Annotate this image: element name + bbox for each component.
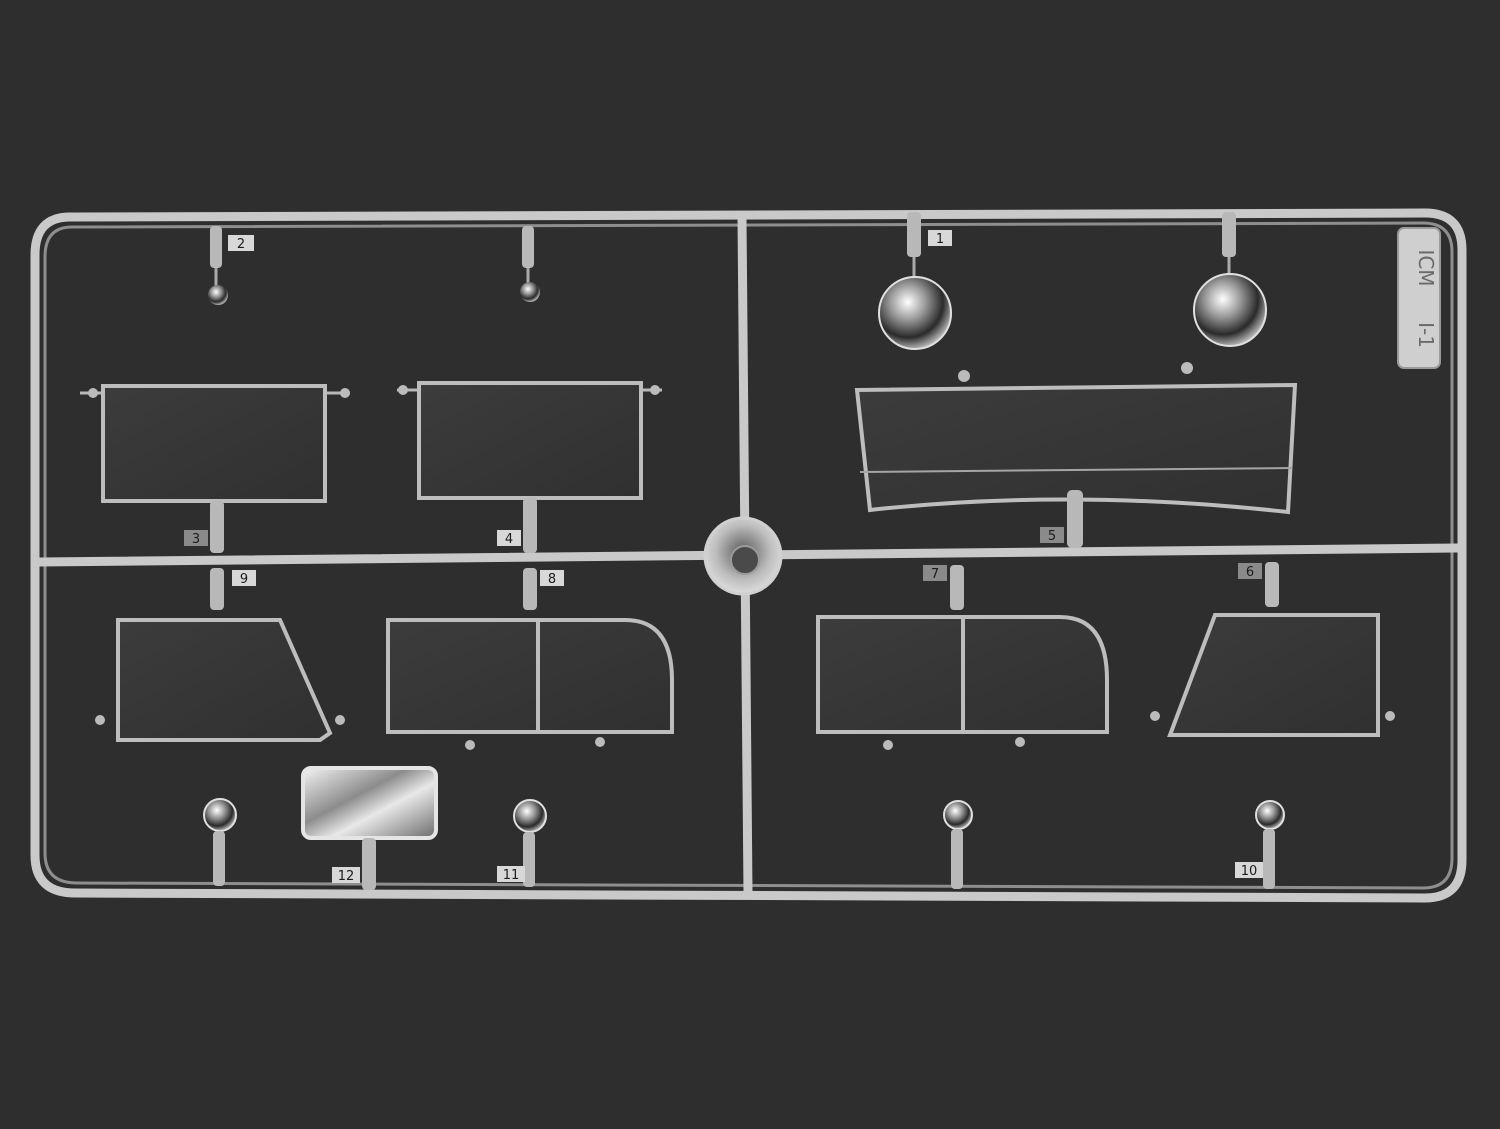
part-label-2: 2 [237,237,245,252]
part-label-3: 3 [192,532,200,547]
part-label-11: 11 [503,868,520,883]
sprue-code-text: I-1 [1414,322,1438,348]
part-8-door-window-left [386,568,674,750]
part-12-lamp [301,766,438,890]
logo-text: ICM [1414,249,1438,286]
part-11-light-left [203,798,237,886]
part-label-6: 6 [1246,565,1254,580]
part-label-8: 8 [548,572,556,587]
part-6-side-window-right [1150,562,1395,737]
part-1-headlight-right [1193,212,1267,347]
part-label-12: 12 [338,869,355,884]
part-4-window [397,381,662,553]
part-9-side-window-left [95,568,345,742]
part-3-window [80,384,350,553]
manufacturer-tab: ICM I-1 [1397,227,1441,369]
part-label-4: 4 [505,532,513,547]
part-label-10: 10 [1241,864,1258,879]
part-11-light [513,799,547,887]
part-10-light-left [943,800,973,889]
part-label-1: 1 [936,232,944,247]
part-label-5: 5 [1048,529,1056,544]
part-2-twin-lens [520,226,540,302]
part-10-light-right [1255,800,1285,889]
part-7-door-window-right [816,565,1109,750]
part-label-9: 9 [240,572,248,587]
sprue-inner-rail [43,221,1454,890]
part-number-labels: 2 1 3 4 5 9 8 7 6 12 11 10 [184,230,1263,884]
part-2-lens [208,226,228,305]
part-5-windscreen [854,362,1298,548]
part-1-headlight-left [878,212,952,350]
sprue-hub [703,516,783,596]
part-label-7: 7 [931,567,939,582]
sprue-outer-rail [30,208,1467,903]
